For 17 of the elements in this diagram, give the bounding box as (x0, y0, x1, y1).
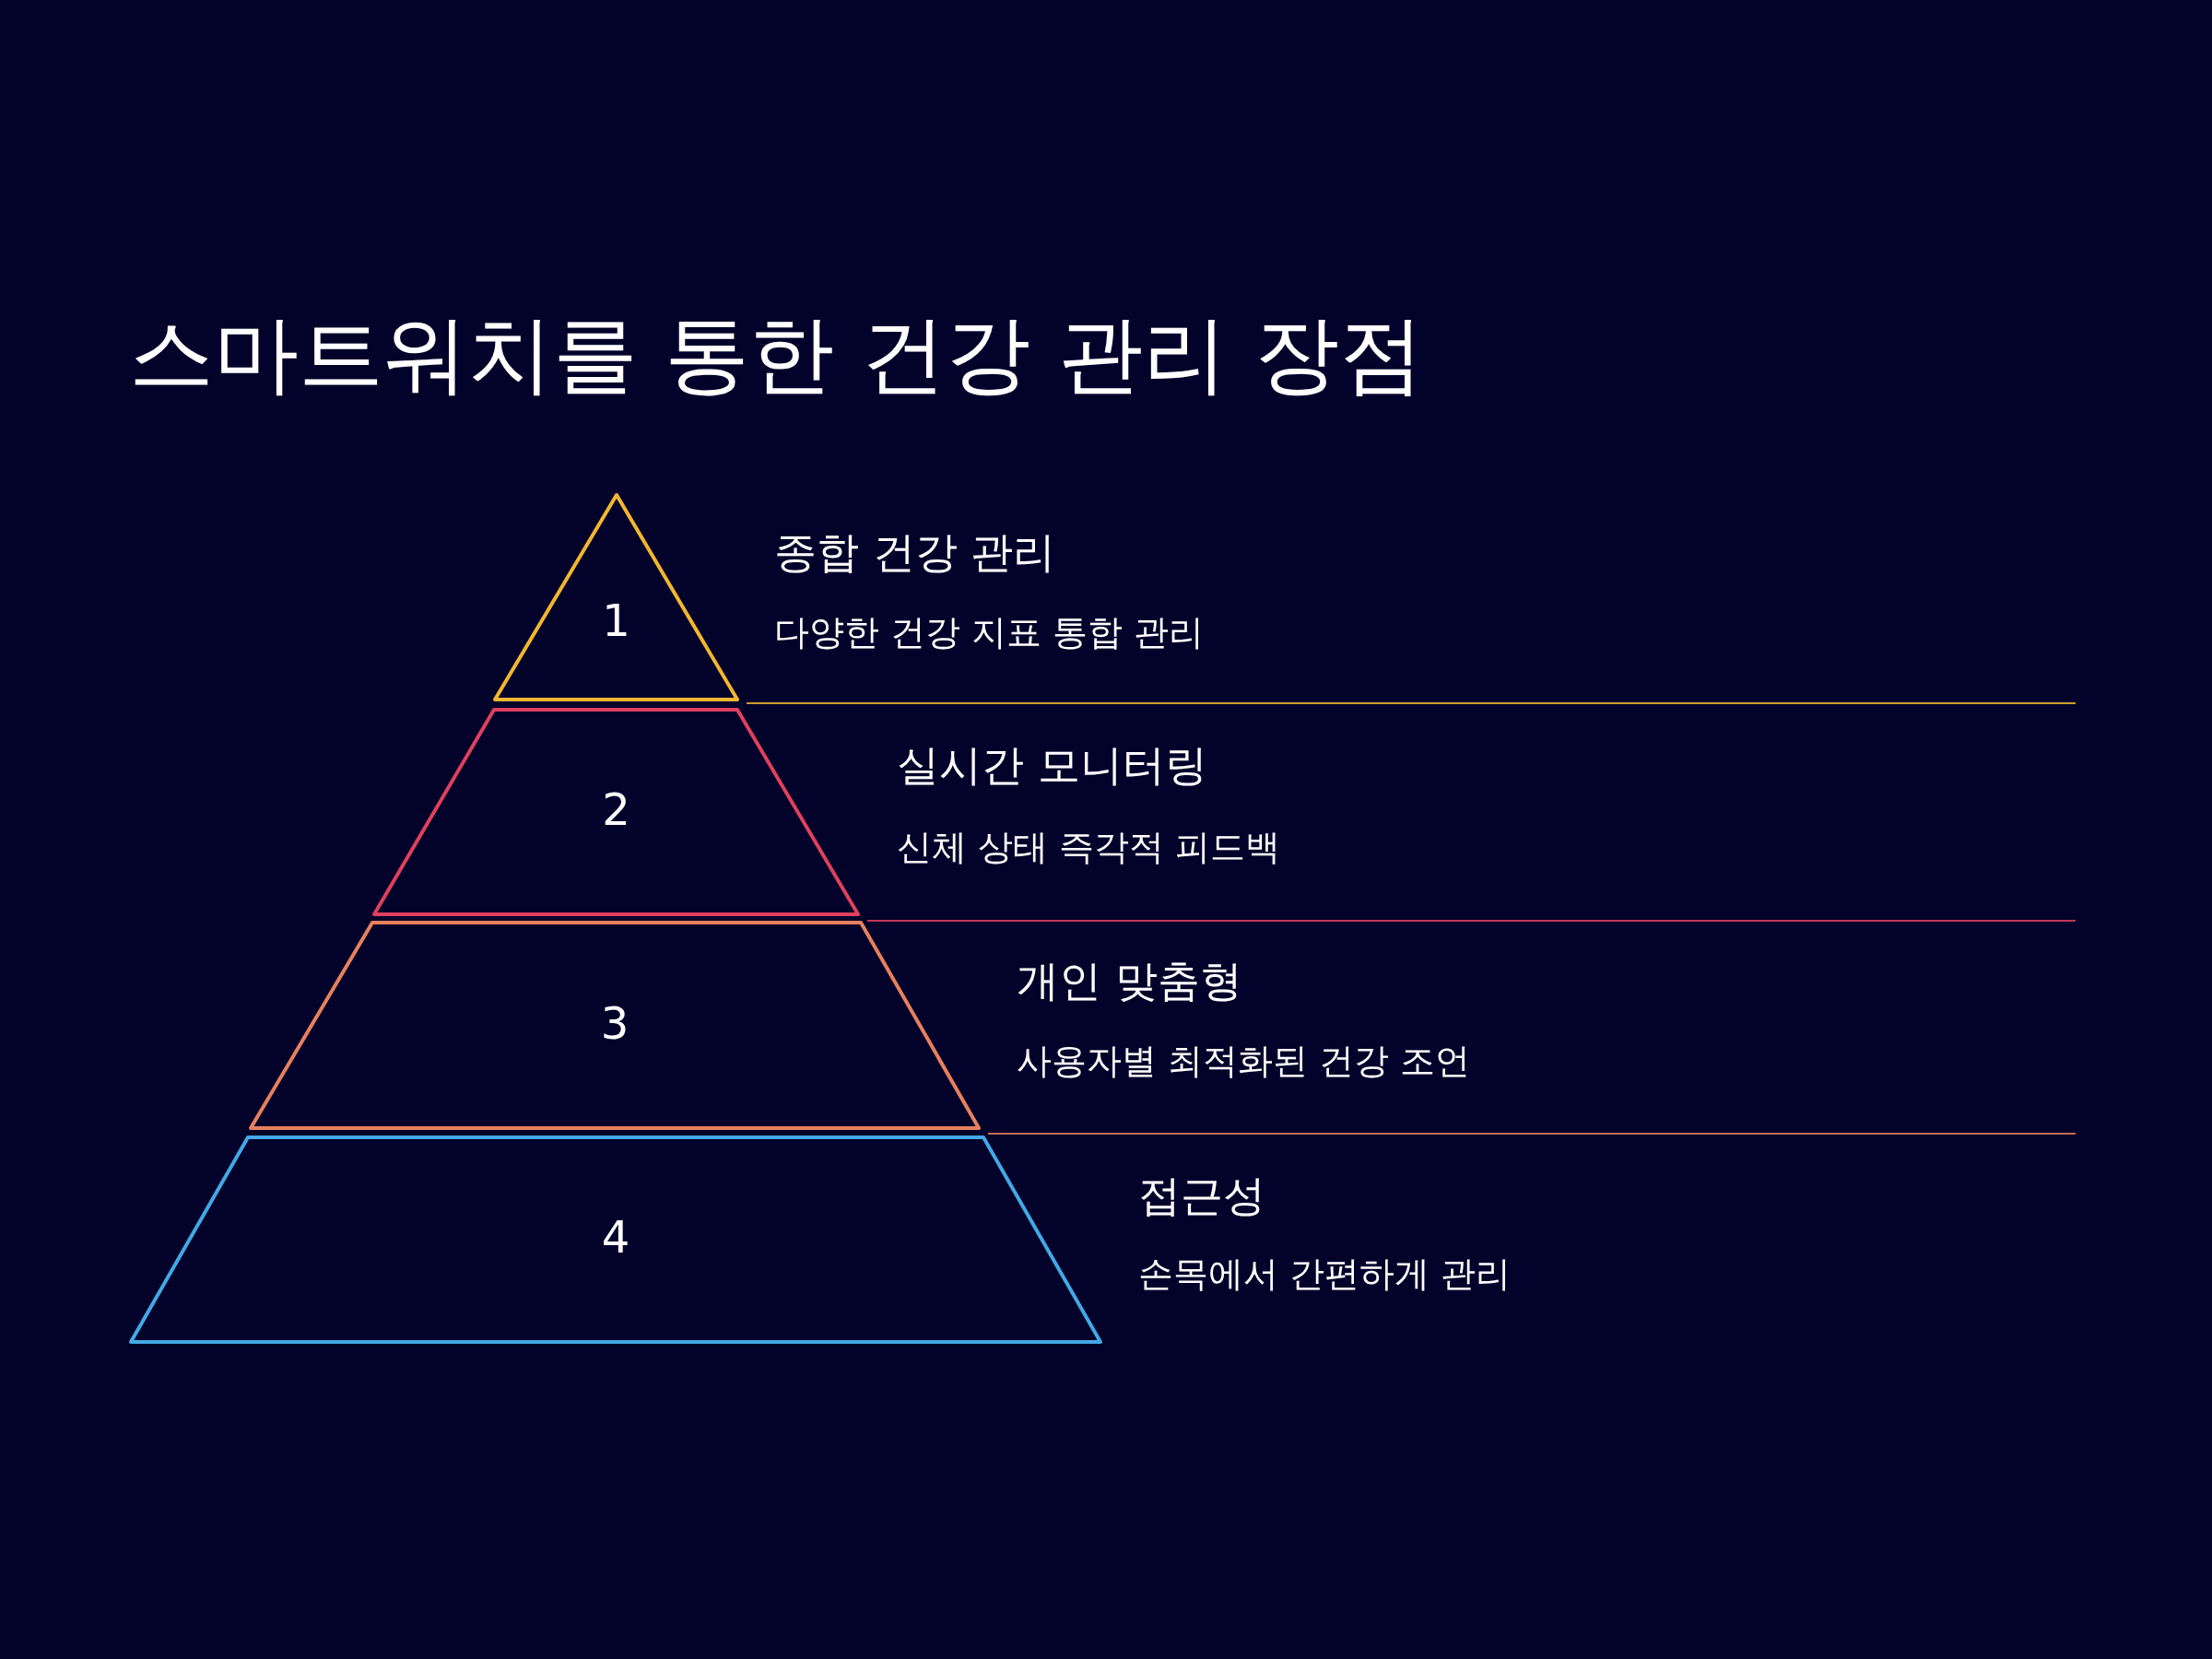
level-heading: 실시간 모니터링 (897, 740, 1207, 792)
level-description: 손목에서 간편하게 관리 (1138, 1253, 1512, 1296)
level-number: 2 (602, 787, 630, 831)
level-heading: 접근성 (1138, 1171, 1265, 1222)
pyramid-level (374, 710, 858, 914)
level-heading: 종합 건강 관리 (774, 527, 1056, 579)
level-number: 3 (600, 1001, 629, 1045)
level-description: 사용자별 최적화된 건강 조언 (1017, 1041, 1471, 1083)
title: 스마트워치를 통한 건강 관리 장점 (129, 304, 1424, 406)
pyramid-level (251, 923, 979, 1128)
pyramid-level (495, 495, 737, 700)
level-number: 4 (601, 1215, 630, 1259)
level-description: 신체 상태 즉각적 피드백 (897, 827, 1281, 869)
level-number: 1 (602, 598, 630, 642)
level-heading: 개인 맞춤형 (1017, 956, 1242, 1007)
level-description: 다양한 건강 지표 통합 관리 (774, 612, 1205, 654)
pyramid-level (131, 1137, 1100, 1342)
